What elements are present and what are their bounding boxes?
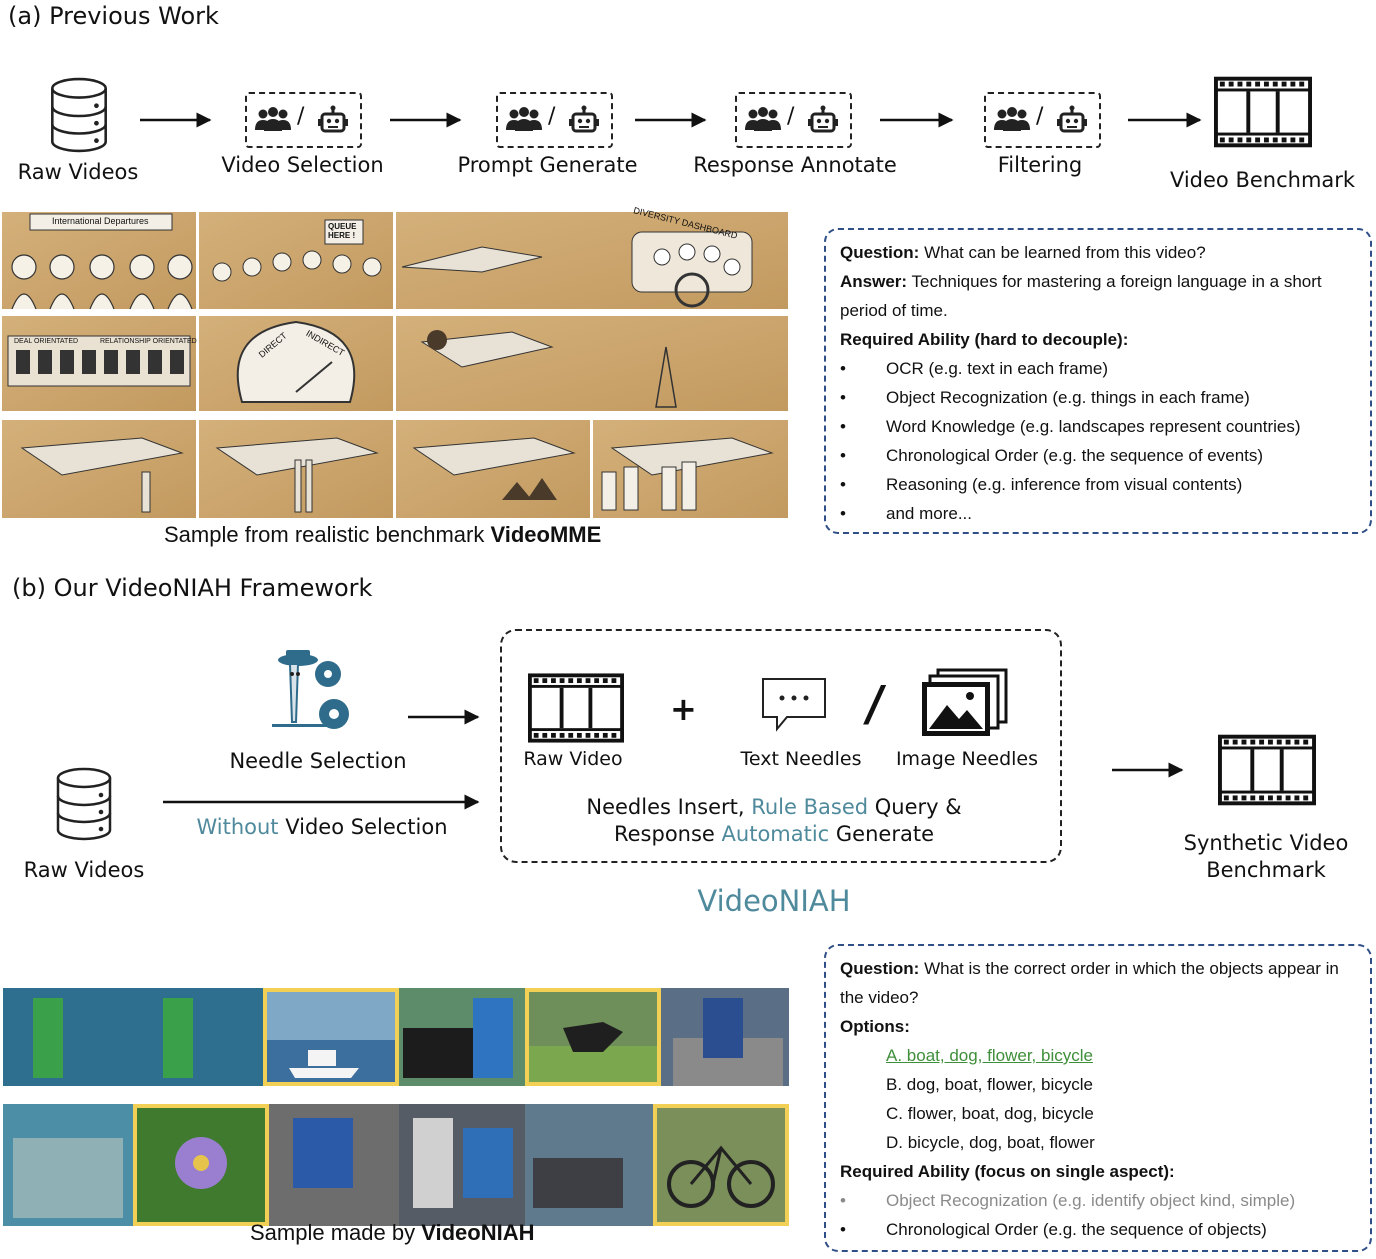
qa-ability-heading: Required Ability (hard to decouple): [840,330,1129,349]
needles-insert-line1: Needles Insert, Rule Based Query & [586,795,962,819]
highlight-frame-dog [525,988,661,1086]
people-icon [506,106,542,132]
highlight-frame-bicycle [653,1104,789,1226]
needle-mascot-icon [272,650,349,729]
step-video-benchmark-label: Video Benchmark [1169,168,1356,192]
option-c: C. flower, boat, dog, bicycle [886,1104,1094,1123]
ability-item: •Object Recognization (e.g. things in ea… [840,388,1250,407]
ability-item: •Chronological Order (e.g. the sequence … [840,1220,1267,1239]
needle-selection-label: Needle Selection [229,749,407,773]
highlight-frame-flower [133,1104,269,1226]
ability-item: •Chronological Order (e.g. the sequence … [840,446,1264,465]
videoniah-frame-grid [3,988,789,1226]
videoniah-qa-box: Question: What is the correct order in w… [824,944,1372,1252]
image-needles-label: Image Needles [895,748,1039,770]
ability-item: •and more... [840,504,972,523]
plus-sign: + [670,690,697,728]
step-filtering-label: Filtering [997,153,1083,177]
robot-icon [317,105,349,135]
videoniah-name: VideoNIAH [697,884,851,918]
option-d: D. bicycle, dog, boat, flower [886,1133,1095,1152]
videomme-frame-grid: International Departures QUEUE HERE ! DI… [2,205,788,518]
people-icon [994,106,1030,132]
step-prompt-generate-label: Prompt Generate [457,153,638,177]
ability-item: •Reasoning (e.g. inference from visual c… [840,475,1243,494]
people-icon [255,106,291,132]
qa-answer: Answer: Techniques for mastering a forei… [840,272,1322,320]
synthetic-benchmark-line1: Synthetic Video [1183,831,1349,855]
highlight-frame-boat [263,988,399,1086]
ability-item: •OCR (e.g. text in each frame) [840,359,1109,378]
text-needles-label: Text Needles [740,748,862,770]
step-video-selection-box: / [245,92,362,148]
step-raw-videos-label: Raw Videos [17,160,139,184]
slash: / [787,104,795,129]
people-icon [745,106,781,132]
videomme-caption: Sample from realistic benchmark VideoMME [164,522,602,547]
step-filtering-box: / [984,92,1101,148]
option-b: B. dog, boat, flower, bicycle [886,1075,1093,1094]
database-icon [54,766,114,842]
without-video-selection-label: Without Video Selection [196,815,448,839]
videoniah-caption: Sample made by VideoNIAH [250,1220,535,1245]
qa-options-heading: Options: [840,1017,910,1036]
frame-text-relationship: RELATIONSHIP ORIENTATED [100,338,197,345]
section-a-title: (a) Previous Work [8,2,219,30]
synthetic-benchmark-line2: Benchmark [1206,858,1326,882]
raw-videos-label: Raw Videos [23,858,145,882]
section-b-title: (b) Our VideoNIAH Framework [12,574,373,602]
slash: / [1036,104,1044,129]
step-video-selection-label: Video Selection [221,153,384,177]
robot-icon [1056,105,1088,135]
speech-bubble-icon [762,678,826,732]
qa-question: Question: What can be learned from this … [840,243,1206,262]
needles-insert-line2: Response Automatic Generate [613,822,934,846]
slash: / [297,104,305,129]
step-response-annotate-label: Response Annotate [693,153,897,177]
frame-text-deal: DEAL ORIENTATED [14,338,79,345]
film-icon [528,673,624,743]
film-icon [1218,734,1316,806]
step-response-annotate-box: / [735,92,852,148]
raw-video-label: Raw Video [523,748,623,770]
option-a-correct: A. boat, dog, flower, bicycle [886,1046,1093,1065]
film-icon [1214,76,1312,148]
qa-question: Question: What is the correct order in w… [840,959,1339,1007]
frame-text-queue: QUEUE HERE ! [328,222,357,240]
robot-icon [568,105,600,135]
qa-ability-heading: Required Ability (focus on single aspect… [840,1162,1175,1181]
videoniah-pipeline-box [500,629,1062,863]
ability-item-greyed: •Object Recognization (e.g. identify obj… [840,1191,1296,1210]
database-icon [48,76,110,154]
step-prompt-generate-box: / [496,92,613,148]
image-stack-icon [922,668,1008,736]
robot-icon [807,105,839,135]
ability-item: •Word Knowledge (e.g. landscapes represe… [840,417,1301,436]
slash: / [548,104,556,129]
frame-text-departures: International Departures [52,216,149,226]
previous-work-qa-box: Question: What can be learned from this … [824,228,1372,534]
